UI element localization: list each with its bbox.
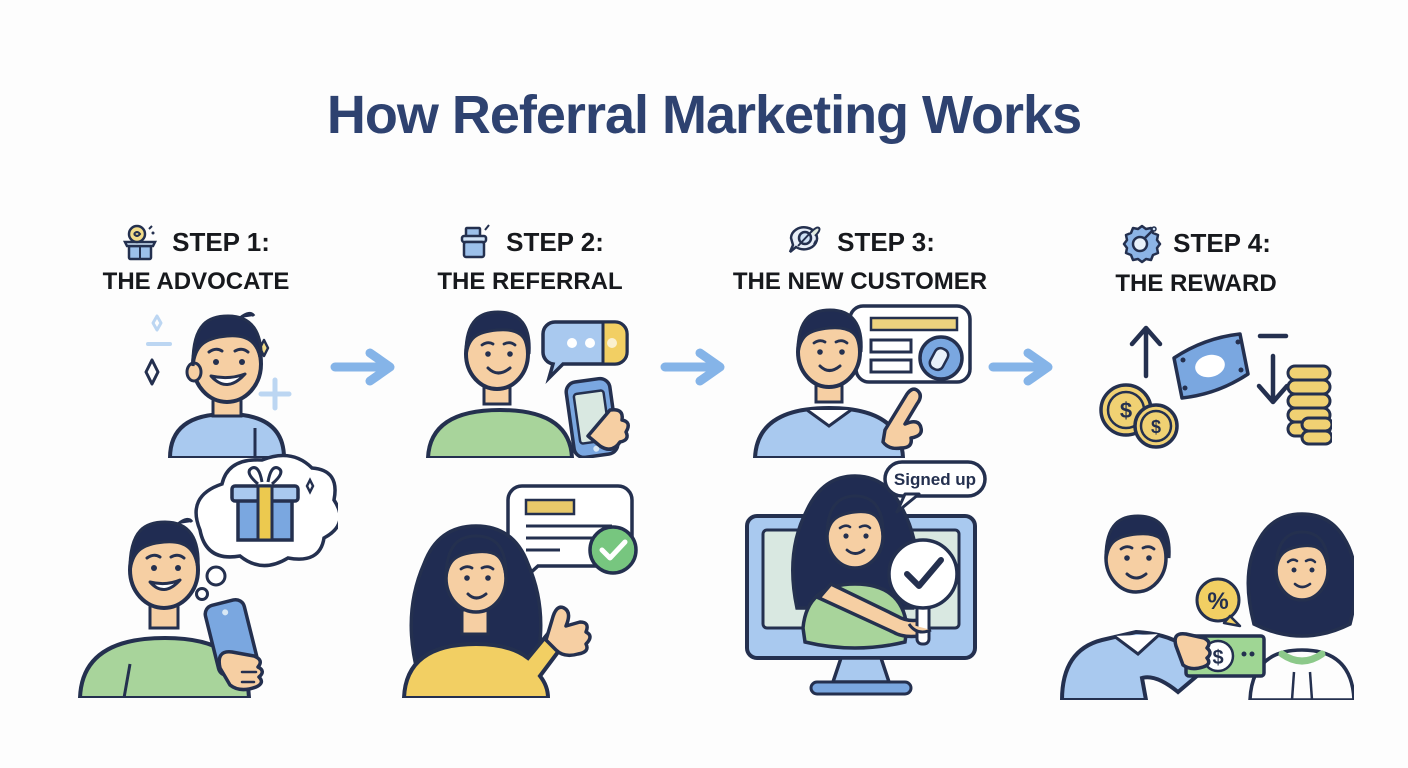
step-2-label: STEP 2: — [506, 226, 604, 257]
hand — [1173, 632, 1212, 671]
step-1-label: STEP 1: — [172, 226, 270, 257]
percent-bubble: % — [1195, 577, 1242, 628]
svg-text:%: % — [1207, 588, 1228, 615]
check-paddle — [887, 538, 959, 646]
step-3-column: STEP 3: THE NEW CUSTOMER — [712, 222, 1008, 296]
reward-handoff-illustration: $ % — [1058, 496, 1354, 700]
step-1-sublabel: THE ADVOCATE — [102, 268, 290, 295]
up-arrow-icon — [1129, 325, 1163, 379]
step-2-sublabel: THE REFERRAL — [437, 268, 623, 295]
step-2-column: STEP 2: THE REFERRAL — [385, 222, 675, 296]
signed-up-text: Signed up — [894, 470, 976, 489]
green-collar — [1278, 650, 1326, 665]
down-arrow-icon — [1256, 353, 1290, 405]
signed-up-bubble: Signed up — [883, 460, 987, 514]
flow-arrow-3 — [988, 348, 1053, 386]
svg-text:$: $ — [1212, 647, 1223, 669]
flow-arrow-2 — [660, 348, 725, 386]
sparkle-icon — [144, 358, 160, 386]
step-3-label: STEP 3: — [837, 226, 935, 257]
advocate-thinking-gift-illustration — [70, 450, 338, 698]
sparkle-icon — [151, 314, 163, 332]
plus-icon — [258, 377, 292, 411]
reward-money-illustration: $ $ — [1088, 314, 1332, 450]
message-bubble — [506, 484, 638, 588]
page-title: How Referral Marketing Works — [326, 85, 1082, 145]
step-4-column: STEP 4: THE REWARD — [1048, 222, 1344, 298]
collar — [806, 408, 852, 428]
reward-badge-icon — [1121, 222, 1163, 264]
surprise-box-icon — [122, 222, 162, 262]
package-box-icon — [456, 222, 496, 262]
hand — [217, 650, 264, 692]
chat-rocket-icon — [785, 222, 827, 262]
chat-bubble — [541, 320, 629, 385]
reward-woman — [1246, 512, 1354, 700]
pointing-hand — [544, 605, 592, 658]
white-collar — [1113, 632, 1162, 656]
sparkle-icon — [305, 477, 315, 495]
step-3-sublabel: THE NEW CUSTOMER — [732, 268, 988, 295]
referral-recommend-illustration — [400, 478, 648, 698]
reward-man — [1059, 514, 1207, 700]
new-customer-offer-illustration — [745, 298, 983, 458]
new-customer-signup-illustration: Signed up — [733, 458, 991, 696]
step-4-sublabel: THE REWARD — [1115, 270, 1277, 297]
check-icon — [588, 525, 638, 575]
banknote-icon — [1172, 332, 1250, 400]
coin-stack-icon — [1286, 364, 1332, 446]
dollar-coin-icon: $ — [1133, 403, 1179, 449]
svg-text:$: $ — [1151, 417, 1161, 437]
advocate-happy-illustration — [112, 300, 312, 458]
gift-icon — [230, 466, 300, 542]
step-4-label: STEP 4: — [1173, 227, 1271, 258]
hand — [586, 407, 630, 451]
svg-text:$: $ — [1120, 398, 1132, 423]
flow-arrow-1 — [330, 348, 395, 386]
offer-bubble — [830, 304, 972, 384]
referral-texting-illustration — [420, 306, 648, 458]
step-1-column: STEP 1: THE ADVOCATE — [50, 222, 342, 296]
pointing-hand — [881, 387, 924, 451]
reward-banknote: $ — [1173, 632, 1266, 678]
